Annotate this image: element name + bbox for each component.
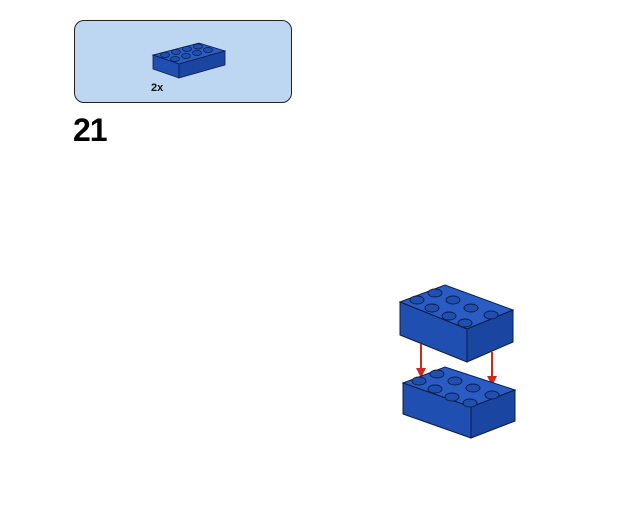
down-arrow-icon (487, 352, 497, 386)
lower-brick (401, 366, 517, 439)
part-quantity: 2x (151, 82, 164, 94)
assembly-illustration (398, 284, 517, 439)
brick-2x4-icon (151, 42, 227, 79)
upper-brick (398, 284, 515, 363)
step-number: 21 (73, 112, 108, 148)
down-arrow-icon (416, 344, 426, 378)
parts-list-callout: 2x (74, 20, 292, 103)
